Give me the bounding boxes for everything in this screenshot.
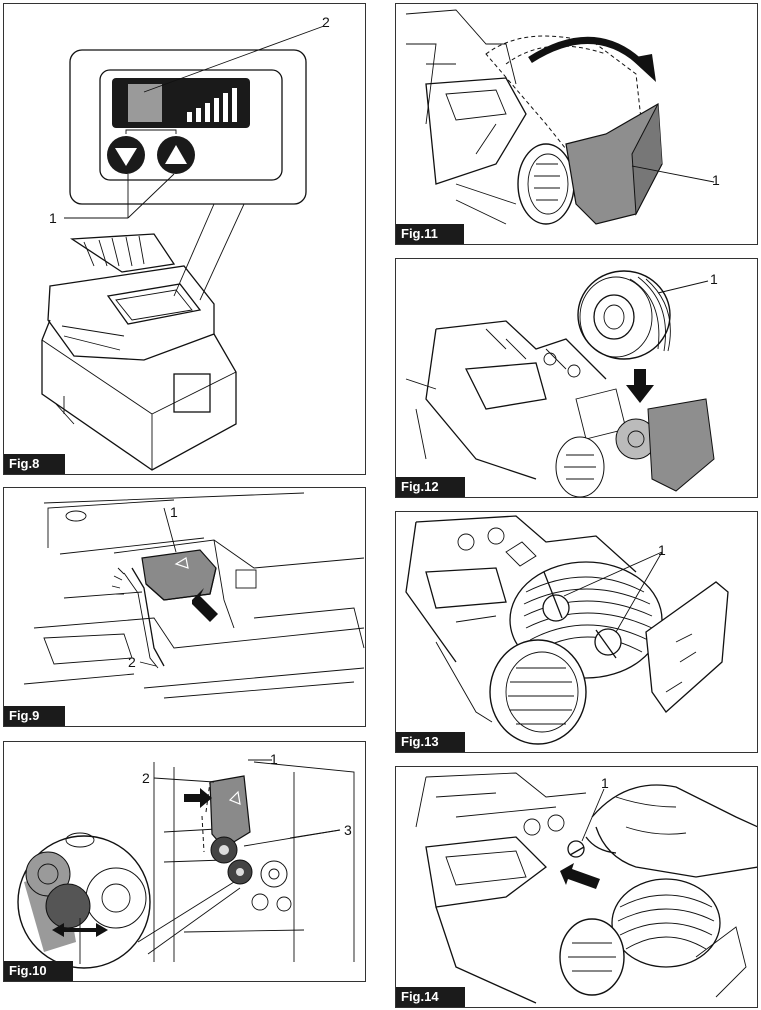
- figure-14-illustration: [415, 772, 757, 1004]
- callout-2: 2: [142, 770, 150, 786]
- figure-12-panel: 1 Fig.12: [395, 258, 758, 498]
- callout-1: 1: [170, 504, 178, 520]
- figure-label: Fig.11: [396, 224, 464, 244]
- callout-2: 2: [322, 14, 330, 30]
- figure-11-panel: 1 Fig.11: [395, 3, 758, 245]
- callout-1: 1: [270, 751, 278, 767]
- figure-14-panel: 1 Fig.14: [395, 766, 758, 1008]
- figure-8-illustration: [41, 25, 325, 471]
- callout-1: 1: [712, 172, 720, 188]
- figure-9-panel: 1 2 Fig.9: [3, 487, 366, 727]
- figure-12-illustration: [405, 270, 715, 497]
- callout-1: 1: [49, 210, 57, 226]
- figure-11-illustration: [405, 9, 715, 225]
- figure-10-panel: 1 2 3 Fig.10: [3, 741, 366, 982]
- figure-13-panel: 1 Fig.13: [395, 511, 758, 753]
- figure-label: Fig.8: [4, 454, 66, 474]
- figure-label: Fig.14: [396, 987, 465, 1007]
- callout-2: 2: [128, 654, 136, 670]
- figure-label: Fig.9: [4, 706, 66, 726]
- figure-9-illustration: [23, 492, 365, 699]
- figure-8-panel: 2 1 Fig.8: [3, 3, 366, 475]
- figure-10-illustration: [17, 759, 355, 969]
- figure-13-illustration: [405, 515, 729, 745]
- figure-label: Fig.12: [396, 477, 465, 497]
- callout-1: 1: [710, 271, 718, 287]
- figure-label: Fig.10: [4, 961, 73, 981]
- callout-1: 1: [601, 775, 609, 791]
- callout-1: 1: [658, 542, 666, 558]
- figure-label: Fig.13: [396, 732, 465, 752]
- callout-3: 3: [344, 822, 352, 838]
